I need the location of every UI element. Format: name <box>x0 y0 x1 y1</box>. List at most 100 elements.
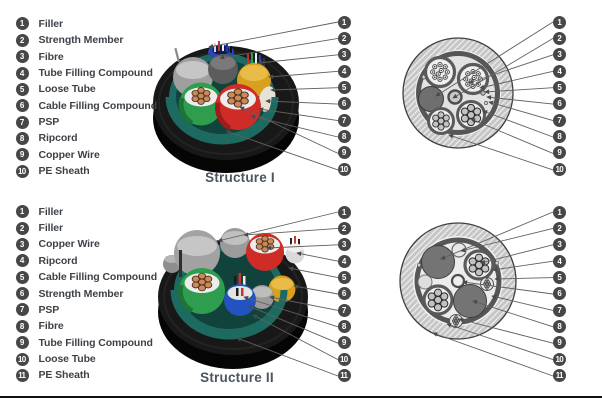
legend-number-badge: 6 <box>15 287 29 301</box>
legend-number-badge: 10 <box>15 164 29 178</box>
legend-label: PE Sheath <box>38 369 90 382</box>
legend-item: 10 Loose Tube <box>15 351 158 367</box>
callout-number-badge: 4 <box>337 64 351 78</box>
callout-number-badge: 4 <box>553 64 566 78</box>
fibre-strands <box>214 41 232 53</box>
red-loose-tube <box>215 84 261 131</box>
legend-label: Loose Tube <box>38 83 96 96</box>
legend-number-badge: 7 <box>15 303 29 317</box>
legend-structure-2: 1 Filler 2 Filler 3 Copper Wire 4 Ripcor… <box>15 204 158 384</box>
legend-label: Tube Filling Compound <box>38 336 153 349</box>
legend-label: PSP <box>38 303 60 316</box>
legend-item: 9 Tube Filling Compound <box>15 334 158 350</box>
callout-number-badge: 10 <box>553 162 566 176</box>
legend-number-badge: 4 <box>15 254 29 268</box>
cross-section-structure-2 <box>399 222 517 340</box>
callout-number-badge: 7 <box>553 113 566 127</box>
legend-item: 5 Loose Tube <box>15 81 158 97</box>
callout-number-badge: 10 <box>337 352 351 366</box>
gray-tube <box>250 285 274 309</box>
green-loose-tube <box>177 268 225 314</box>
yellow-tube <box>268 275 296 303</box>
callout-number-badge: 10 <box>337 162 351 176</box>
legend-number-badge: 8 <box>15 319 29 333</box>
callout-number-badge: 2 <box>337 221 351 235</box>
metal-striped-tube <box>285 236 305 264</box>
legend-label: Ripcord <box>38 132 78 145</box>
legend-item: 7 PSP <box>15 114 158 130</box>
legend-label: Strength Member <box>38 34 124 47</box>
cable-3d-structure-2 <box>158 228 308 369</box>
legend-number-badge: 1 <box>15 17 29 31</box>
legend-number-badge: 8 <box>15 131 29 145</box>
callout-number-badge: 9 <box>337 336 351 350</box>
callout-number-badge: 10 <box>553 352 566 366</box>
bottom-divider <box>0 396 602 398</box>
legend-number-badge: 9 <box>15 148 29 162</box>
legend-number-badge: 9 <box>15 336 29 350</box>
callout-lines-structure2-3d <box>217 211 339 377</box>
callout-number-badge: 7 <box>553 303 566 317</box>
strength-member <box>450 273 466 289</box>
legend-item: 7 PSP <box>15 302 158 318</box>
legend-item: 8 Ripcord <box>15 130 158 146</box>
callout-number-badge: 4 <box>553 254 566 268</box>
legend-number-badge: 10 <box>15 352 29 366</box>
callout-number-badge: 8 <box>553 320 566 334</box>
legend-item: 3 Copper Wire <box>15 236 158 252</box>
callout-number-badge: 6 <box>553 97 566 111</box>
cross-section-structure-1 <box>402 37 514 149</box>
callout-number-badge: 5 <box>553 270 566 284</box>
legend-item: 11 PE Sheath <box>15 367 158 383</box>
callout-number-badge: 7 <box>337 113 351 127</box>
callout-number-badge: 4 <box>337 254 351 268</box>
copper-wire-dot <box>480 90 486 96</box>
callout-number-badge: 7 <box>337 303 351 317</box>
callout-number-badge: 8 <box>553 130 566 144</box>
callout-number-badge: 6 <box>337 97 351 111</box>
legend-label: PE Sheath <box>38 165 90 178</box>
callout-number-badge: 2 <box>337 31 351 45</box>
cable-3d-structure-1 <box>153 41 299 173</box>
legend-item: 4 Ripcord <box>15 253 158 269</box>
callout-number-badge: 8 <box>337 320 351 334</box>
legend-number-badge: 1 <box>15 205 29 219</box>
legend-label: Ripcord <box>38 254 78 267</box>
callout-number-badge: 6 <box>553 287 566 301</box>
legend-label: Filler <box>38 205 64 218</box>
legend-item: 8 Fibre <box>15 318 158 334</box>
legend-label: Filler <box>38 222 64 235</box>
loose-tube-bottom-left <box>422 284 454 316</box>
callout-number-badge: 2 <box>553 31 566 45</box>
callout-number-badge: 3 <box>337 238 351 252</box>
structure1-title: Structure I <box>205 170 275 185</box>
callout-number-badge: 5 <box>337 270 351 284</box>
callout-number-badge: 3 <box>553 238 566 252</box>
legend-item: 2 Filler <box>15 220 158 236</box>
callout-lines-structure1-xs <box>435 21 554 171</box>
callout-number-badge: 1 <box>337 205 351 219</box>
structure2-title: Structure II <box>200 370 274 385</box>
callout-number-badge: 5 <box>337 80 351 94</box>
legend-item: 9 Copper Wire <box>15 147 158 163</box>
filler-rod-3 <box>453 284 487 318</box>
legend-label: Strength Member <box>38 287 124 300</box>
legend-number-badge: 3 <box>15 50 29 64</box>
callout-number-badge: 6 <box>337 287 351 301</box>
loose-tube-top-right <box>463 249 495 281</box>
legend-number-badge: 11 <box>15 368 29 382</box>
callout-number-badge: 1 <box>337 15 351 29</box>
legend-label: Copper Wire <box>38 148 100 161</box>
callout-number-badge: 5 <box>553 80 566 94</box>
legend-item: 4 Tube Filling Compound <box>15 65 158 81</box>
callout-number-badge: 1 <box>553 205 566 219</box>
legend-item: 6 Cable Filling Compound <box>15 98 157 114</box>
legend-label: Copper Wire <box>38 238 100 251</box>
callout-number-badge: 11 <box>337 369 351 383</box>
filler-small <box>417 274 433 290</box>
legend-structure-1: 1 Filler 2 Strength Member 3 Fibre 4 Tub… <box>15 16 158 180</box>
callout-lines-structure2-xs <box>432 211 554 377</box>
